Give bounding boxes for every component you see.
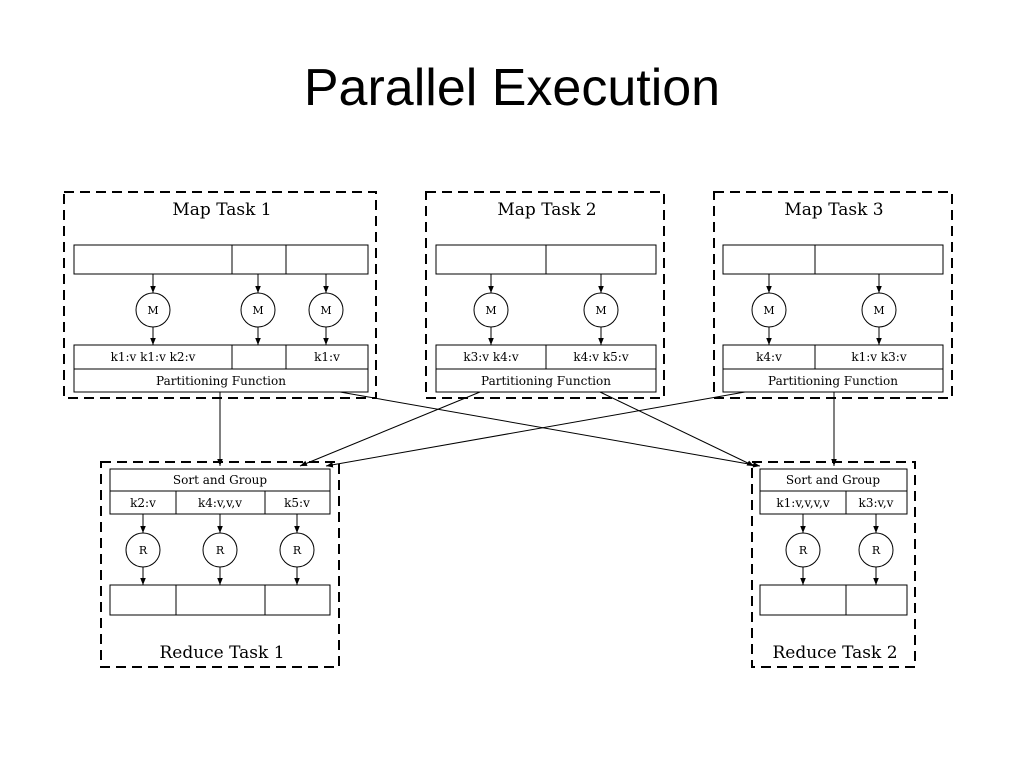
map-task-3: Map Task 3 M M k4:v k1:v k3:v Partitioni… xyxy=(713,191,953,399)
partition-label: Partitioning Function xyxy=(156,374,286,388)
map-task-3-input-split-1 xyxy=(722,244,816,275)
mapper-label: M xyxy=(763,304,774,317)
map-task-2-output-cell xyxy=(545,344,657,370)
group-label: k1:v,v,v,v xyxy=(776,496,829,510)
partition-label: Partitioning Function xyxy=(481,374,611,388)
mapper-label: M xyxy=(252,304,263,317)
map-task-1: Map Task 1 M M M k1:v k1:v k2:v k1:v Par… xyxy=(63,191,377,399)
map-task-3-output-cell xyxy=(814,344,944,370)
map-output-label: k1:v k3:v xyxy=(851,350,906,364)
group-label: k2:v xyxy=(130,496,156,510)
reduce-task-1-output-cell xyxy=(109,584,177,616)
group-label: k3:v,v xyxy=(859,496,894,510)
map-output-label: k3:v k4:v xyxy=(463,350,518,364)
slide-title: Parallel Execution xyxy=(303,59,721,117)
shuffle-connections xyxy=(217,391,837,468)
map-output-label: k1:v xyxy=(314,350,340,364)
reducer-label: R xyxy=(216,544,225,557)
reduce-task-2-output-cell xyxy=(759,584,847,616)
map-task-3-input-split-2 xyxy=(814,244,944,275)
reduce-task-1-title: Reduce Task 1 xyxy=(159,643,284,663)
map-task-3-title: Map Task 3 xyxy=(784,200,883,220)
reduce-task-1-output-cell xyxy=(264,584,331,616)
reducer-label: R xyxy=(293,544,302,557)
sort-and-group-label: Sort and Group xyxy=(173,473,267,487)
reducer-label: R xyxy=(872,544,881,557)
shuffle-arrow xyxy=(599,391,755,467)
map-task-3-border xyxy=(713,191,953,399)
map-task-2-partition-box xyxy=(435,368,657,393)
mapper-label: M xyxy=(873,304,884,317)
shuffle-arrow xyxy=(325,391,746,468)
map-task-1-title: Map Task 1 xyxy=(172,200,271,220)
mapper-label: M xyxy=(147,304,158,317)
map-task-1-output-cell xyxy=(285,344,369,370)
map-output-label: k4:v k5:v xyxy=(573,350,628,364)
map-task-2-border xyxy=(425,191,665,399)
reduce-task-1-border xyxy=(100,461,340,668)
map-task-1-output-cell xyxy=(231,344,287,370)
reduce-task-2: Sort and Group k1:v,v,v,v k3:v,v R R Red… xyxy=(751,461,916,668)
map-output-label: k1:v k1:v k2:v xyxy=(111,350,196,364)
reducer-label: R xyxy=(139,544,148,557)
mapper-label: M xyxy=(320,304,331,317)
mapper-label: M xyxy=(485,304,496,317)
map-task-1-partition-box xyxy=(73,368,369,393)
group-label: k4:v,v,v xyxy=(198,496,242,510)
map-task-2-input-split-2 xyxy=(545,244,657,275)
shuffle-arrow xyxy=(339,391,761,468)
reduce-task-2-border xyxy=(751,461,916,668)
map-task-2-input-split-1 xyxy=(435,244,547,275)
reduce-task-2-output-cell xyxy=(845,584,908,616)
shuffle-arrow xyxy=(299,391,481,467)
map-task-1-input-split-3 xyxy=(285,244,369,275)
reducer-label: R xyxy=(799,544,808,557)
reduce-task-1: Sort and Group k2:v k4:v,v,v k5:v R R R … xyxy=(100,461,340,668)
map-task-3-partition-box xyxy=(722,368,944,393)
group-label: k5:v xyxy=(284,496,310,510)
mapper-label: M xyxy=(595,304,606,317)
map-task-1-input-split-2 xyxy=(231,244,287,275)
reduce-task-2-title: Reduce Task 2 xyxy=(772,643,897,663)
reduce-task-1-output-cell xyxy=(175,584,266,616)
map-task-1-input-split-1 xyxy=(73,244,233,275)
sort-and-group-label: Sort and Group xyxy=(786,473,880,487)
map-task-2: Map Task 2 M M k3:v k4:v k4:v k5:v Parti… xyxy=(425,191,665,399)
partition-label: Partitioning Function xyxy=(768,374,898,388)
map-task-2-title: Map Task 2 xyxy=(497,200,596,220)
map-output-label: k4:v xyxy=(756,350,782,364)
